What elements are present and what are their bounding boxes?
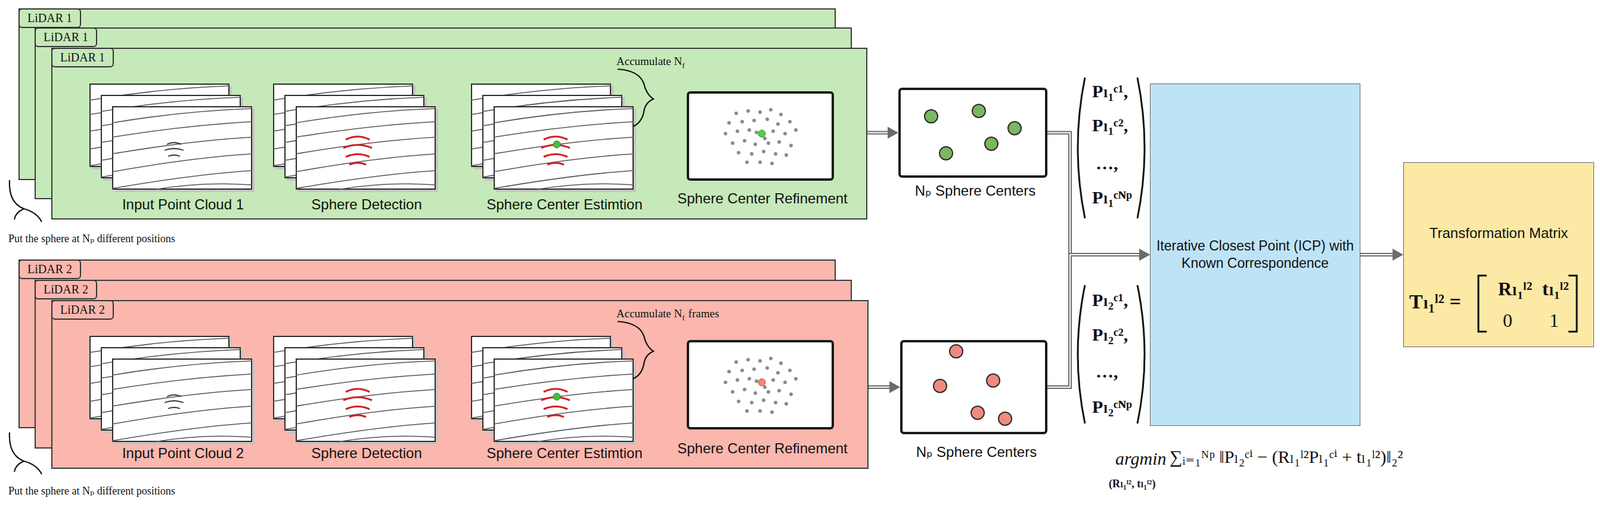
arrow-head [1392,248,1404,261]
caption: Sphere Center Estimtion [486,444,643,462]
connector-line [1047,132,1142,256]
label-line: Accumulate Nfframes [616,307,719,323]
connector [867,126,899,139]
vector-entry: Pₗ₂ᶜᴺᵖ [1092,395,1133,417]
matrix-entry: 0 [1502,309,1513,332]
connector [868,380,901,393]
note-text: Accumulate N [616,54,682,68]
point-cloud-stack [89,336,255,445]
box-title: Transformation Matrix [1403,224,1594,242]
connector-line [1360,253,1395,256]
caption: Input Point Cloud 2 [122,444,244,462]
detection-stack [273,336,439,445]
connector [1360,248,1404,261]
connector-line [1047,254,1142,387]
connector-line [868,386,892,388]
caption: Sphere Center Refinement [677,190,848,207]
result-box: Transformation MatrixTₗ₁ˡ² = Rₗ₁ˡ² tₗ₁ˡ² 0 1 [1403,162,1595,347]
image-stack: Sphere Detection [274,84,437,191]
vector-parens [1077,77,1145,424]
caption: Nₚ Sphere Centers [915,182,1036,200]
arrow-head [1139,248,1150,261]
matrix-entry: tₗ₁ˡ² [1542,277,1570,300]
point-cloud-stack [89,84,255,192]
note-text: frames [688,307,720,320]
panel-tab: LiDAR 2 [51,299,114,320]
sphere-center-dots [933,344,1012,426]
estimation-stack [470,336,637,445]
refinement-cloud [723,356,798,414]
panel-tab: LiDAR 2 [34,279,98,300]
connector-line [868,385,892,389]
refinement-box: Sphere Center Refinement [686,339,834,430]
vector-entry: Pₗ₁ᶜᴺᵖ [1092,186,1133,208]
arrow-head [889,380,901,393]
box-label: Iterative Closest Point (ICP) with Known… [1150,237,1360,272]
centers-box: Nₚ Sphere Centers [900,339,1048,434]
caption: Sphere Detection [311,444,422,462]
panel-tab: LiDAR 1 [34,27,98,48]
connector-line [867,131,891,135]
braces [9,69,654,474]
connector-line [867,132,891,134]
centers-box: Nₚ Sphere Centers [898,87,1048,178]
vector-entry: …, [1095,153,1119,174]
caption: Sphere Detection [311,196,422,213]
image-stack: Sphere Detection [274,336,437,443]
connector-line [1047,132,1142,256]
arrow-head [887,126,899,139]
panel-tab: LiDAR 1 [18,8,82,29]
image-stack: Sphere Center Estimtion [472,336,635,443]
connector-line [1047,254,1142,387]
panel-tab: LiDAR 1 [51,47,114,68]
matrix-entry: 1 [1549,309,1559,332]
vector-entry: Pₗ₂ᶜ¹, [1092,289,1128,310]
connector-line [1360,252,1395,257]
refined-center [758,129,766,138]
caption: Nₚ Sphere Centers [916,443,1037,461]
matrix-entry: Rₗ₁ˡ² [1498,277,1533,300]
panel-tab: LiDAR 2 [18,259,82,279]
lidar-panel: LiDAR 2Input Point Cloud 2Sphere Detecti… [51,299,869,469]
note-text: Put the sphere at Nₚ different positions [8,231,176,246]
vector-entry: …, [1095,361,1119,382]
caption: Sphere Center Refinement [677,439,848,457]
lidar-panel: LiDAR 1Input Point Cloud 1Sphere Detecti… [51,47,868,220]
image-stack: Sphere Center Estimtion [472,84,635,191]
vector-entry: Pₗ₂ᶜ², [1092,323,1128,345]
refinement-box: Sphere Center Refinement [686,91,834,181]
detection-stack [273,84,439,192]
image-stack: Input Point Cloud 1 [90,84,254,191]
subscript: f [681,312,685,322]
caption: Sphere Center Estimtion [486,196,643,213]
estimation-stack [470,84,637,192]
connector [1047,248,1150,387]
connector [1047,132,1150,262]
note-text: Put the sphere at Nₚ different positions [8,484,176,498]
process-box: Iterative Closest Point (ICP) with Known… [1149,83,1361,426]
vector-entry: Pₗ₁ᶜ², [1092,114,1128,136]
image-stack: Input Point Cloud 2 [90,336,254,443]
note-text: Accumulate N [616,307,682,320]
caption: Input Point Cloud 1 [122,196,244,213]
formula-text: ∑ᵢ₌₁ᴺᵖ ‖Pₗ₂ᶜⁱ − (Rₗ₁ˡ²Pₗ₁ᶜⁱ + tₗ₁ˡ²)‖₂² [1169,445,1403,467]
matrix-brackets [1478,275,1577,332]
formula-text: argmin [1115,448,1167,469]
vector-entry: Pₗ₁ᶜ¹, [1092,80,1128,102]
refinement-cloud [723,107,798,166]
subscript: f [681,60,685,70]
label-line: Accumulate Nf [616,54,685,71]
matrix-symbol: Tₗ₁ˡ² = [1409,289,1462,313]
sphere-center-dots [924,104,1022,160]
refined-center [758,378,766,386]
formula-subscript: (Rₗ₁ˡ², tₗ₁ˡ²) [1108,476,1156,491]
arrow-head [1139,248,1150,261]
